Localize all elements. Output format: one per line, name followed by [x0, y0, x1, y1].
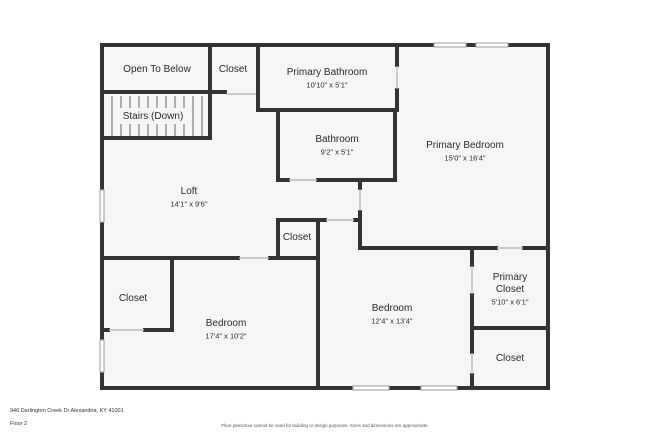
room-label-closet-right: Closet — [495, 353, 525, 364]
room-dims-loft: 14'1" x 9'6" — [170, 199, 208, 209]
floor-label: Floor 2 — [10, 421, 28, 427]
open-to-below-area — [104, 47, 208, 92]
room-dims-bathroom: 9'2" x 5'1" — [320, 147, 354, 157]
room-label-closet-left: Closet — [118, 293, 148, 304]
room-label-stairs: Stairs (Down) — [122, 111, 184, 122]
disclaimer: Floor plans/tour cannot be used for buil… — [221, 423, 429, 428]
windows — [99, 42, 509, 391]
room-label-closet-mid: Closet — [282, 232, 312, 243]
room-label-primary-bathroom: Primary Bathroom — [286, 67, 368, 78]
room-label-primary-closet-line2: Closet — [495, 284, 525, 295]
room-dims-bedroom-left: 17'4" x 10'2" — [205, 331, 247, 341]
room-label-closet-top: Closet — [218, 64, 248, 75]
property-address: 946 Darlington Creek Dr Alexandria, KY 4… — [10, 408, 124, 414]
room-dims-primary-bathroom: 10'10" x 5'1" — [306, 80, 348, 90]
room-dims-primary-closet: 5'10" x 6'1" — [491, 297, 529, 307]
room-label-primary-bedroom: Primary Bedroom — [426, 140, 504, 151]
floor-area — [102, 45, 548, 388]
room-label-bedroom-left: Bedroom — [205, 318, 247, 329]
room-label-open-to-below: Open To Below — [123, 64, 191, 75]
room-label-bedroom-center: Bedroom — [371, 303, 413, 314]
room-label-loft: Loft — [180, 186, 198, 197]
door-openings — [109, 66, 523, 374]
stairs-label-bg — [118, 108, 188, 124]
room-label-primary-closet-line1: Primary — [492, 272, 528, 283]
room-label-bathroom: Bathroom — [315, 134, 359, 145]
room-dims-primary-bedroom: 15'0" x 16'4" — [444, 153, 486, 163]
room-dims-bedroom-center: 12'4" x 13'4" — [371, 316, 413, 326]
